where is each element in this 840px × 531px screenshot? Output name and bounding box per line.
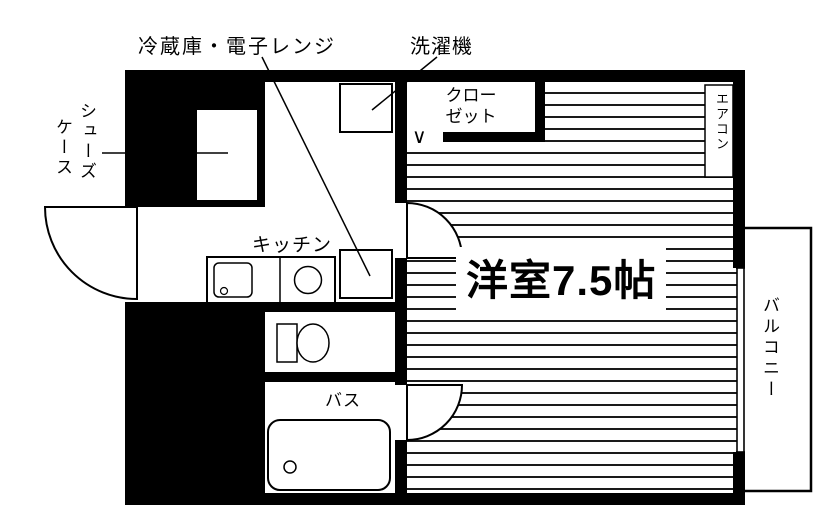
refrigerator-microwave: [339, 249, 393, 299]
wall-closet-right: [535, 82, 545, 142]
wall-divider-upper: [395, 70, 407, 203]
wall-top: [125, 70, 745, 82]
wall-bottom: [125, 493, 745, 505]
main-room-label: 洋室7.5帖: [456, 247, 667, 312]
bath-label: バス: [325, 391, 361, 410]
wall-right-upper: [733, 70, 745, 268]
walls: [125, 70, 745, 505]
sliding-window: [736, 267, 745, 453]
fixtures: [206, 83, 393, 491]
wall-block-bottom-left: [125, 302, 265, 505]
balcony-label: バルコニー: [760, 296, 779, 401]
entrance-door-arc: [43, 206, 138, 301]
closet-door-fold-mark: ∨: [412, 126, 427, 148]
wall-closet-bottom: [443, 132, 545, 142]
leader-lines: [102, 56, 438, 277]
aircon-label: エアコン: [714, 92, 729, 152]
shoe-case-label-col2: ケース: [53, 118, 72, 178]
bathtub-drain: [283, 460, 297, 474]
kitchen-label: キッチン: [252, 235, 333, 256]
wall-right-lower: [733, 452, 745, 505]
toilet-bowl: [296, 323, 330, 363]
shoe-case-label: シューズ ケース: [50, 102, 98, 182]
balcony-outline: [741, 226, 813, 493]
closet-label-line2: ゼット: [445, 107, 497, 126]
wall-divider-lower: [395, 440, 407, 505]
wall-divider-middle: [395, 258, 407, 385]
closet-floor: [407, 82, 535, 132]
shoe-case: [197, 110, 257, 200]
washer-leader: [371, 56, 438, 111]
kitchen-sink: [213, 262, 253, 298]
fridge-leader: [261, 56, 371, 277]
main-room-upper-door-arc: [406, 201, 464, 259]
aircon-box: [704, 84, 734, 178]
bathtub: [267, 419, 391, 491]
stove-burner: [293, 265, 323, 295]
washing-machine: [339, 83, 393, 133]
closet-label: クロー ゼット: [407, 85, 535, 127]
toilet-tank: [276, 323, 298, 363]
washer-label: 洗濯機: [410, 36, 473, 58]
wall-toilet-top: [265, 302, 395, 312]
sink-drain: [219, 286, 229, 296]
shoe-case-label-col1: シューズ: [77, 102, 96, 182]
main-room-lower-door-arc: [406, 384, 464, 442]
doors: [43, 201, 464, 442]
fridge-microwave-label: 冷蔵庫・電子レンジ: [138, 36, 336, 58]
closet-door-gap: [407, 132, 443, 142]
closet-label-line1: クロー: [445, 86, 497, 105]
wall-bath-divider: [265, 372, 395, 382]
